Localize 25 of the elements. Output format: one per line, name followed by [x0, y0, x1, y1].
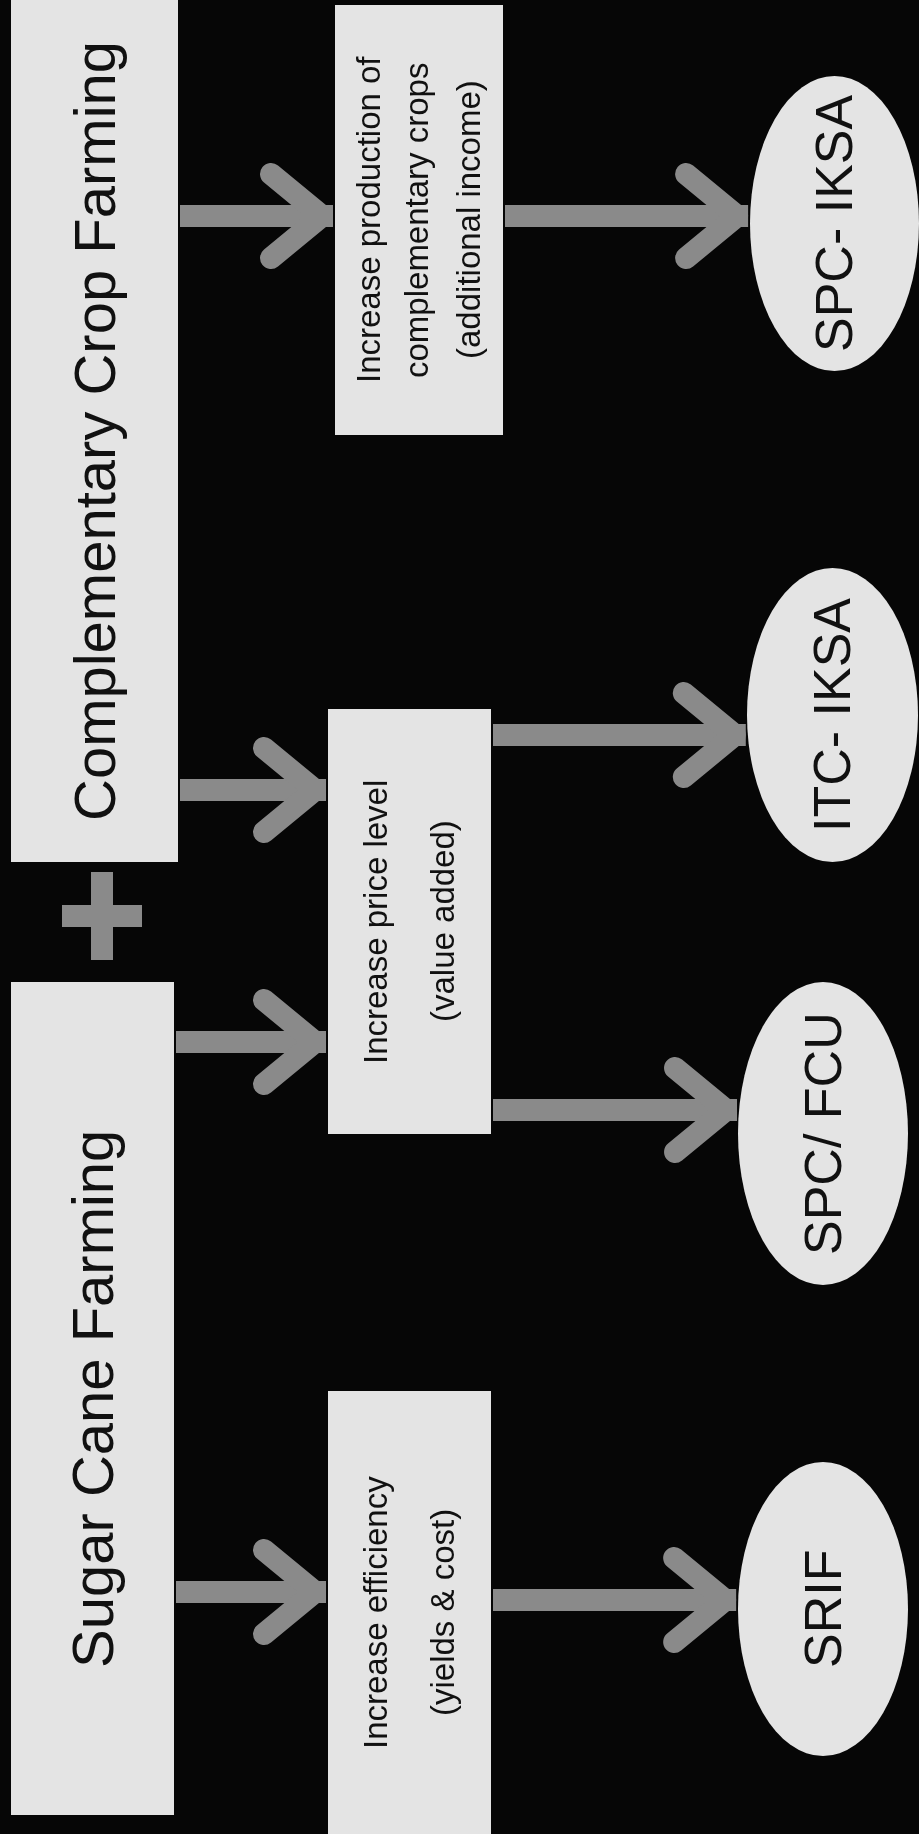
node-text: (value added)	[422, 820, 462, 1023]
node-text: (yields & cost)	[422, 1508, 462, 1717]
heading-box	[11, 0, 178, 862]
node-text: ITC- IKSA	[802, 598, 863, 832]
node-text: SRIF	[792, 1549, 853, 1669]
block-arrow	[180, 737, 326, 843]
block-arrow	[493, 1547, 737, 1653]
block-arrow	[493, 1057, 738, 1163]
node-text: SPC/ FCU	[792, 1012, 853, 1255]
node-text: Increase production of complementary crops	[349, 55, 436, 386]
block-arrow	[176, 989, 326, 1095]
block-arrow	[505, 163, 749, 269]
block-arrow	[176, 1539, 326, 1645]
node-text: Sugar Cane Farming	[58, 1129, 126, 1668]
process-box	[335, 5, 503, 435]
process-box	[328, 1391, 491, 1834]
node-text: Increase price level	[356, 779, 396, 1064]
heading-box	[11, 982, 174, 1815]
node-text: (additional income)	[449, 80, 488, 360]
block-arrow	[493, 682, 746, 788]
process-box	[328, 709, 491, 1134]
node-text: SPC- IKSA	[804, 94, 865, 353]
node-text: Complementary Crop Farming	[60, 41, 128, 821]
block-arrow	[180, 163, 333, 269]
node-text: Increase efficiency	[356, 1476, 396, 1749]
